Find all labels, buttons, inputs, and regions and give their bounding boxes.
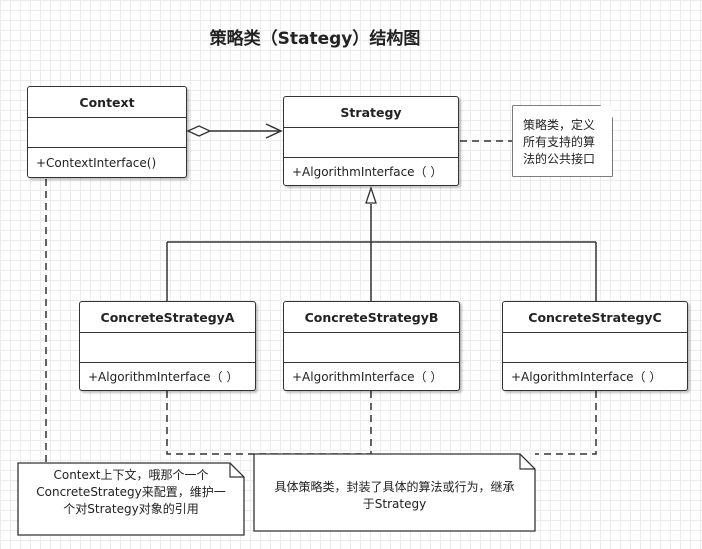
- strategy-note-text: 策略类，定义 所有支持的算 法的公共接口: [523, 117, 595, 168]
- context-note-shape: [17, 462, 245, 536]
- concrete-strategy-note[interactable]: 具体策略类，封装了具体的算法或行为，继承 于Strategy: [254, 454, 535, 531]
- concrete-note-line: 于Strategy: [362, 497, 427, 511]
- context-note-line: 个对Strategy对象的引用: [63, 502, 199, 516]
- context-note-line: ConcreteStrategy来配置，维护一: [36, 485, 226, 499]
- strategy-note-line: 策略类，定义: [523, 118, 596, 132]
- concrete-strategy-c-box[interactable]: ConcreteStrategyC +AlgorithmInterface（ ）: [502, 301, 688, 391]
- strategy-class-box[interactable]: Strategy +AlgorithmInterface（ ）: [283, 96, 459, 186]
- diagram-title: 策略类（Stategy）结构图: [209, 29, 421, 49]
- concrete-strategy-b-operation: +AlgorithmInterface（ ）: [292, 370, 443, 384]
- context-note-text: Context上下文，哦那个一个 ConcreteStrategy来配置，维护一…: [18, 467, 244, 518]
- concrete-strategy-c-name: ConcreteStrategyC: [503, 302, 687, 333]
- strategy-note-line: 法的公共接口: [523, 152, 596, 166]
- strategy-note[interactable]: 策略类，定义 所有支持的算 法的公共接口: [513, 106, 612, 176]
- aggregation-connector: [186, 123, 283, 139]
- concrete-note-links: [166, 391, 597, 455]
- concrete-strategy-note-text: 具体策略类，封装了具体的算法或行为，继承 于Strategy: [254, 479, 535, 513]
- concrete-strategy-c-attributes: [503, 333, 687, 363]
- concrete-strategy-a-box[interactable]: ConcreteStrategyA +AlgorithmInterface（ ）: [79, 301, 256, 391]
- inheritance-arrowhead: [365, 185, 377, 204]
- concrete-strategy-b-name: ConcreteStrategyB: [284, 302, 459, 333]
- context-note-line: Context上下文，哦那个一个: [53, 468, 209, 482]
- concrete-strategy-a-name: ConcreteStrategyA: [80, 302, 255, 333]
- strategy-operation: +AlgorithmInterface（ ）: [292, 165, 443, 179]
- context-class-box[interactable]: Context +ContextInterface(): [27, 86, 187, 178]
- concrete-strategy-c-operation: +AlgorithmInterface（ ）: [511, 370, 662, 384]
- concrete-note-shape: [253, 453, 536, 532]
- concrete-strategy-b-box[interactable]: ConcreteStrategyB +AlgorithmInterface（ ）: [283, 301, 460, 391]
- concrete-strategy-a-operation: +AlgorithmInterface（ ）: [88, 370, 239, 384]
- concrete-strategy-b-attributes: [284, 333, 459, 363]
- strategy-attributes-section: [284, 128, 458, 158]
- context-class-name: Context: [28, 87, 186, 118]
- context-operation: +ContextInterface(): [36, 155, 157, 170]
- context-attributes-section: [28, 118, 186, 148]
- strategy-class-name: Strategy: [284, 97, 458, 128]
- inheritance-connectors: [166, 185, 597, 301]
- context-note[interactable]: Context上下文，哦那个一个 ConcreteStrategy来配置，维护一…: [18, 463, 244, 535]
- concrete-note-line: 具体策略类，封装了具体的算法或行为，继承: [274, 480, 515, 494]
- concrete-strategy-a-attributes: [80, 333, 255, 363]
- strategy-note-line: 所有支持的算: [523, 135, 596, 149]
